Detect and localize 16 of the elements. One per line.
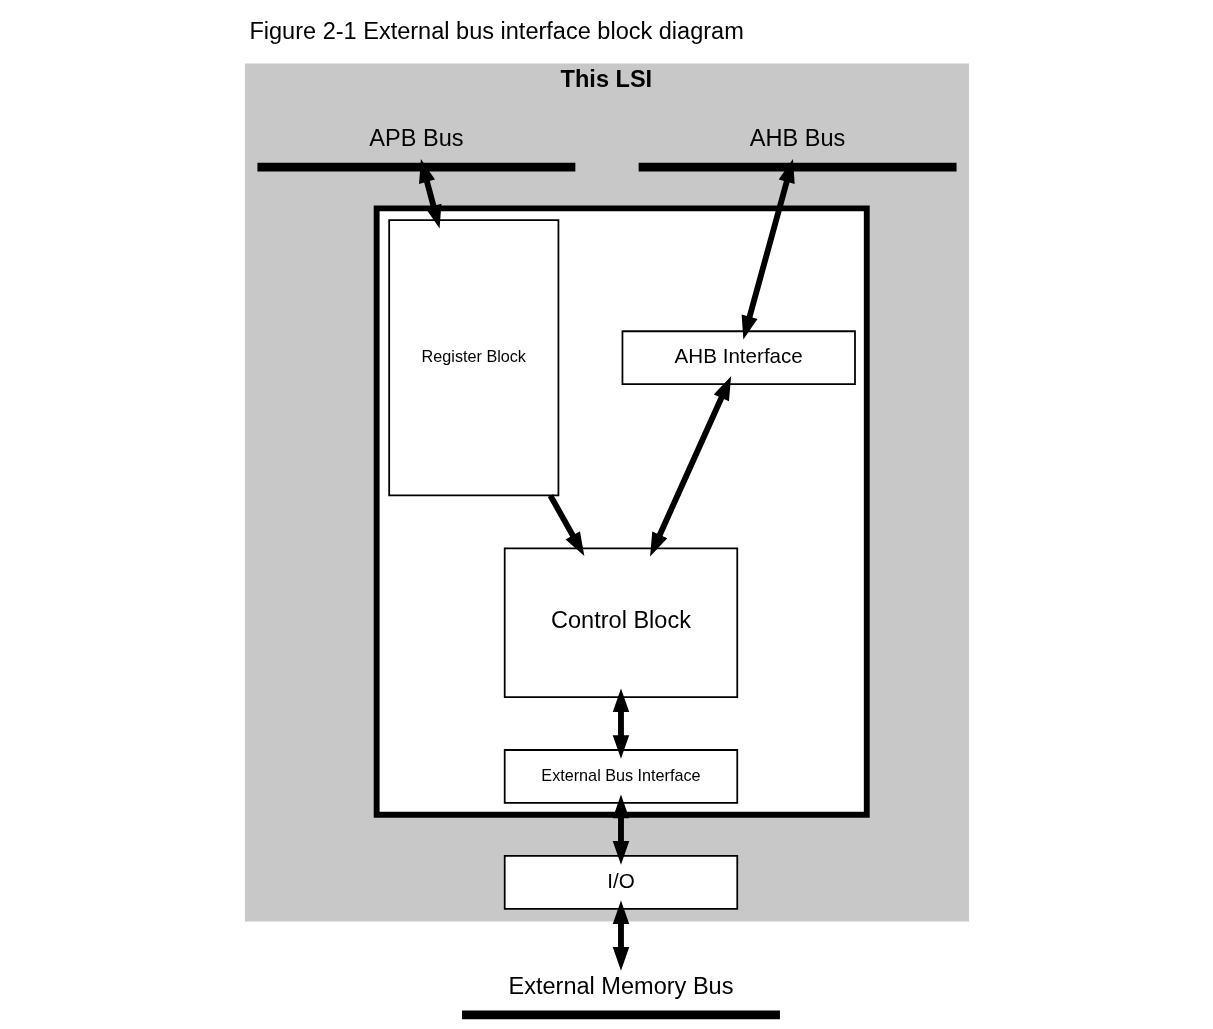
node-box: Register Block xyxy=(387,219,559,497)
node-box: AHB Interface xyxy=(621,330,856,386)
diagram-title: Figure 2-1 External bus interface block diagram xyxy=(248,17,744,44)
arrow xyxy=(649,376,731,557)
arrow xyxy=(612,794,629,865)
node-box: External Bus Interface xyxy=(503,749,738,804)
node-text: AHB Bus xyxy=(749,125,845,152)
node-text: External Memory Bus xyxy=(508,973,733,1000)
arrow xyxy=(741,158,795,340)
arrow xyxy=(547,494,584,556)
arrow xyxy=(418,158,441,229)
arrow xyxy=(612,688,629,759)
node-text: APB Bus xyxy=(368,125,463,152)
node-box: Control Block xyxy=(503,547,738,698)
arrow xyxy=(612,900,629,971)
node-box: I/O xyxy=(503,855,738,910)
